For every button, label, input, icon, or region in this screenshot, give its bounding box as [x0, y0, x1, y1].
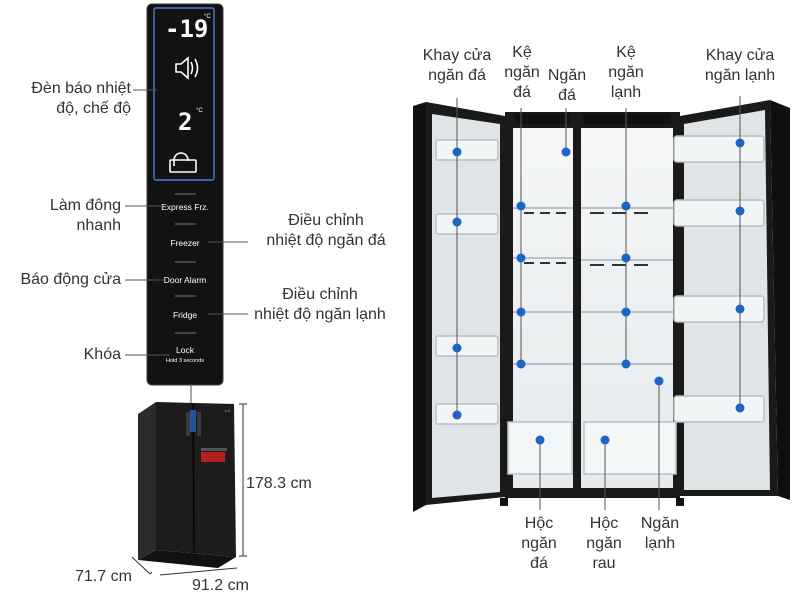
label-line: Điều chỉnh — [288, 212, 364, 229]
marker-dot — [516, 201, 526, 211]
marker-dot — [516, 307, 526, 317]
label-freezer-adjust: Điều chỉnh nhiệt độ ngăn đá — [244, 211, 408, 251]
dimension-depth: 71.7 cm — [75, 568, 132, 585]
freezer-button[interactable]: Freezer — [170, 238, 199, 248]
marker-dot — [735, 403, 745, 413]
dimension-height: 178.3 cm — [246, 475, 312, 492]
label-line: rau — [592, 555, 616, 572]
label-line: Điều chỉnh — [282, 286, 358, 303]
label-line: ngăn đá — [428, 67, 486, 84]
svg-text:LG: LG — [225, 408, 230, 413]
marker-dot — [621, 253, 631, 263]
marker-dot — [654, 376, 664, 386]
label-line: Ngăn — [547, 67, 587, 84]
label-vegetable-box: Hộc ngăn rau — [580, 514, 628, 574]
express-frz-button[interactable]: Express Frz. — [161, 202, 209, 212]
freezer-temp-display: -19 — [165, 15, 208, 43]
dimension-width: 91.2 cm — [192, 577, 249, 594]
label-line: Ngăn — [640, 515, 680, 532]
marker-dot — [735, 138, 745, 148]
label-fridge-compartment: Ngăn lạnh — [633, 514, 687, 554]
marker-dot — [621, 307, 631, 317]
dimension-lines — [131, 403, 247, 576]
label-line: độ, chế độ — [56, 100, 131, 117]
closed-fridge-illustration: LG — [138, 402, 236, 568]
label-freezer-box: Hộc ngăn đá — [515, 514, 563, 574]
label-line: Kệ — [616, 44, 636, 61]
marker-dot — [452, 217, 462, 227]
label-line: Hộc — [589, 515, 619, 532]
marker-dot — [452, 343, 462, 353]
label-line: đá — [530, 555, 548, 572]
label-fridge-shelf: Kệ ngăn lạnh — [603, 43, 649, 103]
door-alarm-button[interactable]: Door Alarm — [164, 275, 207, 285]
label-line: Khay cửa — [705, 47, 775, 64]
label-lock: Khóa — [83, 346, 121, 363]
label-line: nhanh — [76, 217, 122, 234]
label-indicator: Đèn báo nhiệt độ, chế độ — [0, 79, 131, 119]
label-line: ngăn lạnh — [704, 67, 776, 84]
freezer-degree-unit: °C — [204, 14, 211, 20]
marker-dot — [735, 304, 745, 314]
label-line: nhiệt độ ngăn lạnh — [254, 306, 386, 323]
label-line: ngăn — [504, 64, 540, 81]
label-freezer-door-tray: Khay cửa ngăn đá — [412, 46, 502, 86]
lock-hold-hint: Hold 3 seconds — [166, 358, 204, 364]
marker-dot — [621, 201, 631, 211]
label-line: ngăn — [586, 535, 622, 552]
label-line: ngăn — [608, 64, 644, 81]
label-freezer-shelf: Kệ ngăn đá — [502, 43, 542, 103]
panel-leaders — [125, 89, 248, 405]
label-line: đá — [513, 84, 531, 101]
marker-dot — [600, 435, 610, 445]
label-line: nhiệt độ ngăn đá — [266, 232, 386, 249]
marker-dot — [452, 410, 462, 420]
display-window — [153, 7, 215, 181]
control-panel: -19 °C 2 °C — [146, 3, 224, 386]
label-line: Đèn báo nhiệt — [31, 80, 131, 97]
marker-dot — [735, 206, 745, 216]
marker-dot — [516, 253, 526, 263]
label-line: lạnh — [644, 535, 676, 552]
label-express-freeze: Làm đông nhanh — [0, 196, 121, 236]
speaker-icon — [175, 56, 199, 80]
label-line: Khay cửa — [422, 47, 492, 64]
marker-dot — [535, 435, 545, 445]
label-freezer-compartment: Ngăn đá — [544, 66, 590, 106]
marker-dot — [621, 359, 631, 369]
label-line: Kệ — [512, 44, 532, 61]
label-line: Làm đông — [49, 197, 121, 214]
label-line: Hộc — [524, 515, 554, 532]
open-fridge-illustration — [413, 100, 790, 512]
fridge-temp-display: 2 — [178, 108, 192, 136]
marker-dot — [516, 359, 526, 369]
marker-dot — [452, 147, 462, 157]
label-line: ngăn — [521, 535, 557, 552]
label-line: lạnh — [610, 84, 642, 101]
label-fridge-adjust: Điều chỉnh nhiệt độ ngăn lạnh — [244, 285, 396, 325]
marker-dots — [452, 138, 745, 445]
lock-button[interactable]: Lock — [176, 345, 195, 355]
label-fridge-door-tray: Khay cửa ngăn lạnh — [694, 46, 786, 86]
fridge-degree-unit: °C — [196, 108, 203, 114]
label-door-alarm: Báo động cửa — [20, 271, 121, 288]
marker-dot — [561, 147, 571, 157]
label-line: đá — [558, 87, 576, 104]
lock-icon — [169, 152, 197, 173]
fridge-button[interactable]: Fridge — [173, 310, 197, 320]
